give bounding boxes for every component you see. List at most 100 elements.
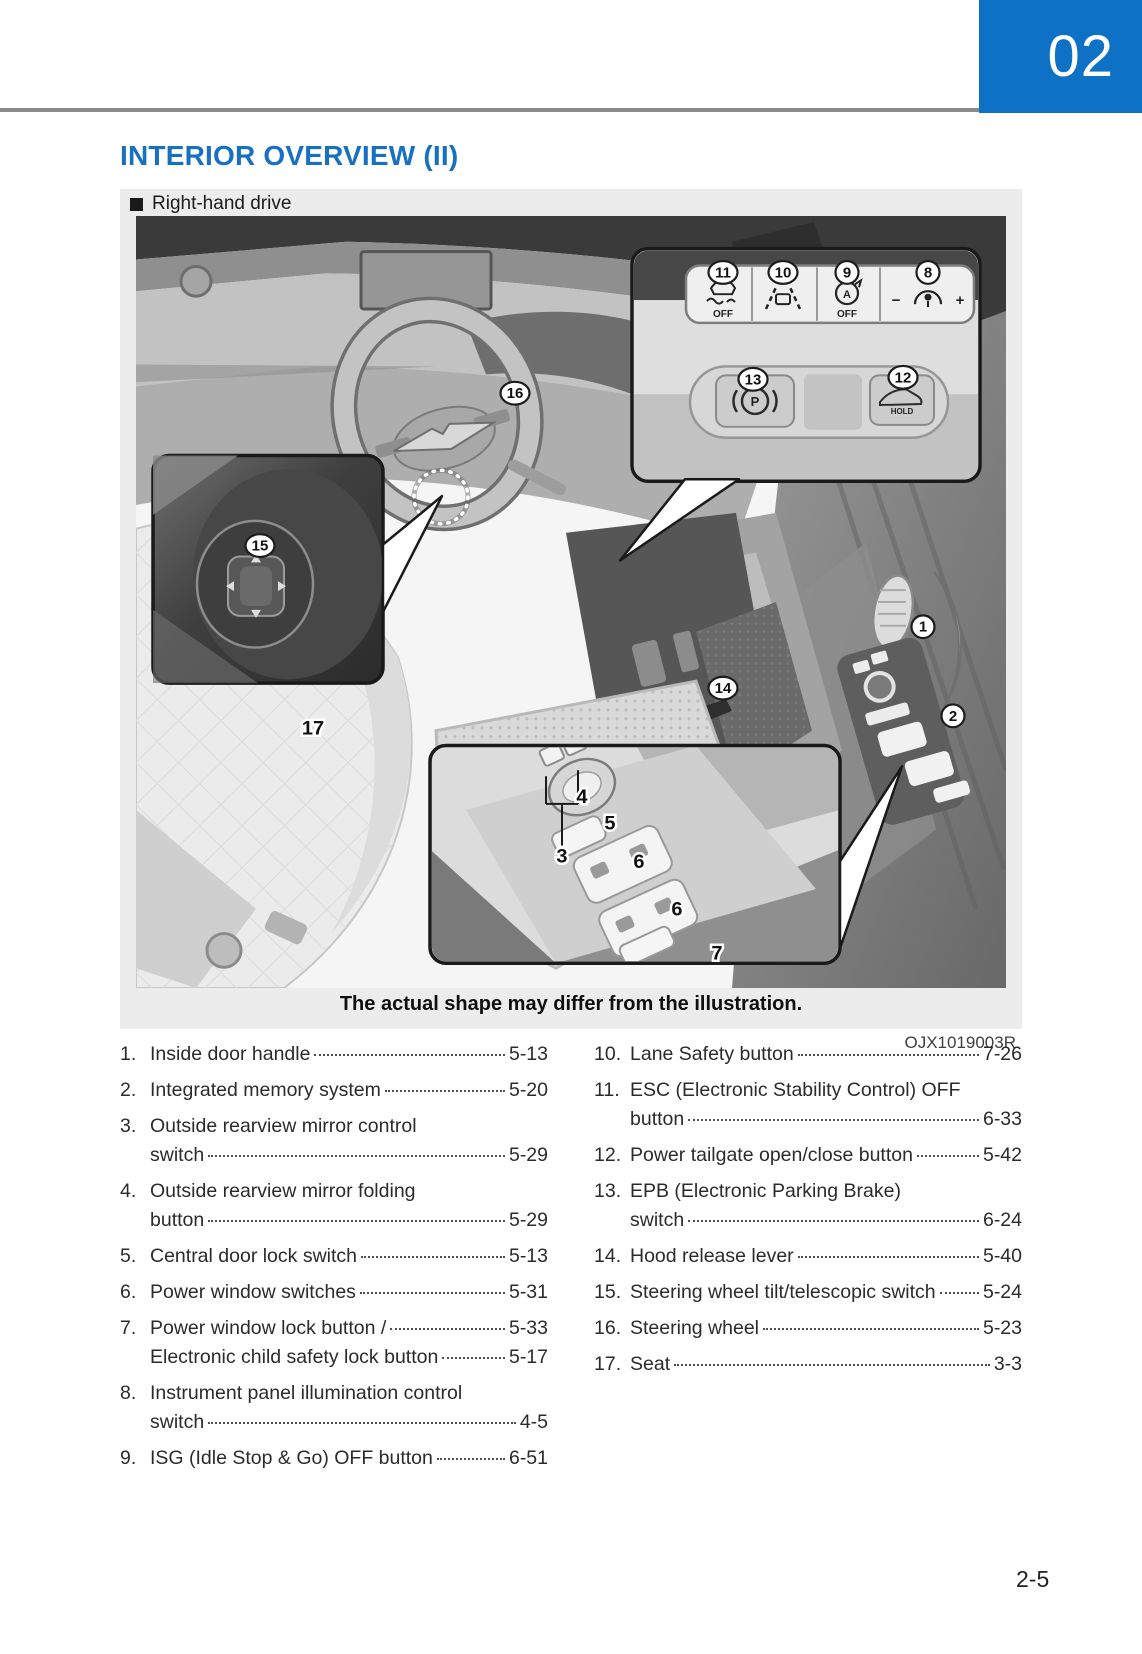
window-lock-button <box>618 925 676 962</box>
dot-leader <box>359 1292 505 1294</box>
dot-leader <box>208 1155 505 1157</box>
mirror-control-dial <box>547 757 617 817</box>
dot-leader <box>390 1328 505 1330</box>
svg-text:+: + <box>956 292 965 309</box>
callout-circle <box>767 259 799 285</box>
item-number: 14. <box>594 1245 622 1267</box>
dot-leader <box>436 1458 505 1460</box>
item-text: Central door lock switch <box>150 1245 357 1267</box>
item-number: 12. <box>594 1144 622 1166</box>
item-page-ref: 5-40 <box>982 1245 1022 1267</box>
chapter-number-badge: 02 <box>979 0 1142 113</box>
header-rule <box>0 108 979 112</box>
dot-leader <box>208 1220 505 1222</box>
esc-off-icon: OFF <box>706 279 737 320</box>
dot-leader <box>688 1220 979 1222</box>
callout-circle <box>737 366 769 392</box>
callout-circle <box>910 614 936 640</box>
callout-number: 16 <box>507 385 524 402</box>
item-text: Inside door handle <box>150 1043 311 1065</box>
item-text: ISG (Idle Stop & Go) OFF button <box>150 1447 433 1469</box>
callout-number: 6 <box>671 899 682 921</box>
item-page-ref: 5-13 <box>508 1245 548 1267</box>
item-text: Power window lock button / <box>150 1317 387 1339</box>
callout-number: 6 <box>633 851 644 873</box>
callout-circle <box>887 364 919 390</box>
legend-line: 15.Steering wheel tilt/telescopic switch… <box>594 1278 1022 1307</box>
interior-illustration: OFF A OFF − + <box>136 216 1006 988</box>
item-number: 4. <box>120 1180 137 1202</box>
item-text: switch <box>150 1144 205 1166</box>
callout-number: 5 <box>604 813 615 835</box>
callout-circle <box>915 259 941 285</box>
inset-switch-panel: OFF A OFF − + <box>618 246 982 562</box>
variant-label: Right-hand drive <box>152 193 292 214</box>
item-text: Seat <box>630 1353 671 1375</box>
callout-circle <box>940 703 966 729</box>
callout-number: 10 <box>775 264 792 281</box>
svg-text:−: − <box>892 292 901 309</box>
item-text: Instrument panel illumination control <box>150 1382 463 1404</box>
item-text: Power window switches <box>150 1281 356 1303</box>
svg-text:OFF: OFF <box>837 309 857 320</box>
item-number: 16. <box>594 1317 622 1339</box>
dash-speaker-icon <box>179 264 213 298</box>
item-page-ref: 4-5 <box>519 1411 548 1433</box>
tilt-telescopic-switch-icon <box>226 554 286 618</box>
dot-leader <box>442 1357 505 1359</box>
item-page-ref: 5-29 <box>508 1144 548 1166</box>
item-page-ref: 5-23 <box>982 1317 1022 1339</box>
dot-leader <box>797 1256 979 1258</box>
item-page-ref: 5-24 <box>982 1281 1022 1303</box>
item-text: Electronic child safety lock button <box>150 1346 439 1368</box>
item-page-ref: 3-3 <box>993 1353 1022 1375</box>
lane-safety-icon <box>764 286 802 310</box>
item-number: 2. <box>120 1079 137 1101</box>
callout-pointer <box>381 494 444 614</box>
item-text: Lane Safety button <box>630 1043 794 1065</box>
legend-line: switch 4-5 <box>120 1408 548 1437</box>
dot-leader <box>361 1256 505 1258</box>
legend-line: switch 5-29 <box>120 1141 548 1170</box>
item-page-ref: 6-33 <box>982 1108 1022 1130</box>
legend-line: 3.Outside rearview mirror control <box>120 1112 548 1141</box>
item-number: 7. <box>120 1317 137 1339</box>
power-window-switches <box>572 824 699 958</box>
item-text: Steering wheel tilt/telescopic switch <box>630 1281 936 1303</box>
legend-line: 13.EPB (Electronic Parking Brake) <box>594 1177 1022 1206</box>
item-text: ESC (Electronic Stability Control) OFF <box>630 1079 961 1101</box>
item-text: switch <box>150 1411 205 1433</box>
callout-circle <box>834 259 860 285</box>
steering-emblem-icon <box>393 421 498 452</box>
callout-circle <box>499 380 531 406</box>
svg-text:A: A <box>843 289 851 301</box>
legend-line: 4.Outside rearview mirror folding <box>120 1177 548 1206</box>
item-page-ref: 7-26 <box>982 1043 1022 1065</box>
item-number: 6. <box>120 1281 137 1303</box>
item-text: button <box>150 1209 205 1231</box>
callout-number: 15 <box>252 538 269 555</box>
legend-line: 11.ESC (Electronic Stability Control) OF… <box>594 1076 1022 1105</box>
illumination-control-icon: − + <box>892 290 965 309</box>
tilt-switch-location-marker <box>411 467 471 527</box>
item-page-ref: 5-13 <box>508 1043 548 1065</box>
svg-text:HOLD: HOLD <box>891 407 914 416</box>
dot-leader <box>763 1328 979 1330</box>
